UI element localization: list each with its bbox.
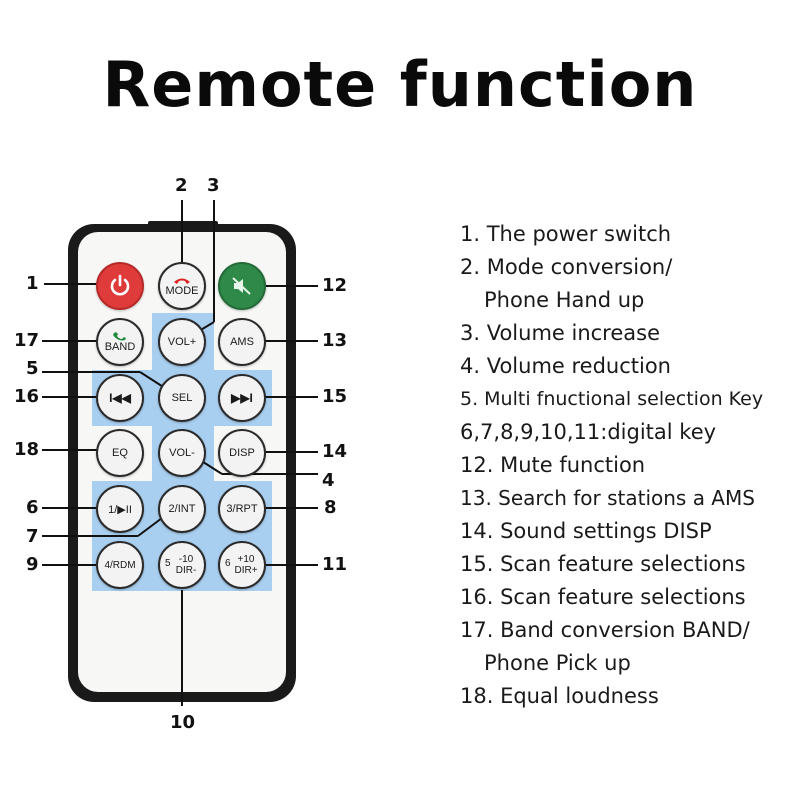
digit-2-label: 2/INT	[168, 503, 196, 515]
legend-item: 13. Search for stations a AMS	[460, 486, 755, 510]
digit-6-top: +10	[237, 554, 255, 565]
callout-11: 11	[322, 554, 348, 575]
function-legend: 1. The power switch 2. Mode conversion/ …	[460, 218, 800, 713]
legend-item: 16. Scan feature selections	[460, 585, 746, 609]
previous-track-icon: I◀◀	[109, 391, 131, 405]
digit-3-label: 3/RPT	[226, 503, 258, 515]
eq-button[interactable]: EQ	[96, 429, 144, 477]
next-track-icon: ▶▶I	[231, 391, 253, 405]
callout-15: 15	[322, 386, 348, 407]
legend-item: 14. Sound settings DISP	[460, 519, 712, 543]
digit-2-button[interactable]: 2/INT	[158, 485, 206, 533]
callout-16: 16	[14, 386, 40, 407]
callout-18: 18	[14, 439, 40, 460]
digit-5-number: 5	[165, 558, 171, 569]
callout-6: 6	[26, 497, 39, 518]
digit-6-bottom: DIR+	[234, 565, 258, 576]
callout-10: 10	[170, 712, 196, 733]
digit-4-label: 4/RDM	[104, 559, 136, 571]
hangup-phone-icon	[174, 278, 190, 284]
digit-5-bottom: DIR-	[175, 565, 197, 576]
legend-item: 18. Equal loudness	[460, 684, 659, 708]
band-button[interactable]: BAND	[96, 318, 144, 366]
legend-item: Phone Pick up	[484, 651, 631, 675]
digit-1-label: 1/▶II	[108, 503, 132, 516]
callout-7: 7	[26, 526, 39, 547]
digit-6-number: 6	[225, 558, 231, 569]
legend-item: 12. Mute function	[460, 453, 646, 477]
digit-5-button[interactable]: 5 -10 DIR-	[158, 541, 206, 589]
page-title: Remote function	[102, 48, 698, 121]
vol-down-button[interactable]: VOL-	[158, 429, 206, 477]
legend-item: 6,7,8,9,10,11:digital key	[460, 420, 717, 444]
disp-label: DISP	[229, 447, 255, 459]
power-button[interactable]	[96, 262, 144, 310]
disp-button[interactable]: DISP	[218, 429, 266, 477]
mute-icon	[232, 277, 251, 295]
band-label: BAND	[104, 341, 136, 353]
ams-button[interactable]: AMS	[218, 318, 266, 366]
legend-item: 1. The power switch	[460, 222, 672, 246]
pickup-phone-icon	[113, 332, 126, 341]
legend-item: 4. Volume reduction	[460, 354, 671, 378]
callout-2: 2	[175, 175, 188, 196]
sel-button[interactable]: SEL	[158, 374, 206, 422]
mute-button[interactable]	[218, 262, 266, 310]
legend-item: 3. Volume increase	[460, 321, 661, 345]
digit-4-button[interactable]: 4/RDM	[96, 541, 144, 589]
previous-button[interactable]: I◀◀	[96, 374, 144, 422]
power-icon	[110, 274, 130, 296]
legend-item: 15. Scan feature selections	[460, 552, 746, 576]
callout-13: 13	[322, 330, 348, 351]
vol-up-button[interactable]: VOL+	[158, 318, 206, 366]
callout-14: 14	[322, 441, 348, 462]
sel-label: SEL	[171, 392, 193, 404]
mode-button[interactable]: MODE	[158, 262, 206, 310]
digit-1-button[interactable]: 1/▶II	[96, 485, 144, 533]
legend-item: Phone Hand up	[484, 288, 645, 312]
vol-up-label: VOL+	[167, 336, 197, 348]
callout-9: 9	[26, 554, 39, 575]
ams-label: AMS	[230, 336, 254, 348]
digit-5-top: -10	[178, 554, 194, 565]
next-button[interactable]: ▶▶I	[218, 374, 266, 422]
callout-17: 17	[14, 330, 40, 351]
callout-3: 3	[207, 175, 220, 196]
callout-4: 4	[322, 470, 335, 491]
digit-3-button[interactable]: 3/RPT	[218, 485, 266, 533]
callout-5: 5	[26, 358, 39, 379]
legend-item: 2. Mode conversion/	[460, 255, 673, 279]
callout-8: 8	[324, 497, 337, 518]
mode-label: MODE	[165, 284, 199, 297]
eq-label: EQ	[112, 447, 128, 459]
callout-12: 12	[322, 275, 348, 296]
callout-1: 1	[26, 273, 39, 294]
digit-6-button[interactable]: 6 +10 DIR+	[218, 541, 266, 589]
legend-item: 17. Band conversion BAND/	[460, 618, 750, 642]
legend-item: 5. Multi fnuctional selection Key	[460, 388, 764, 410]
vol-down-label: VOL-	[169, 447, 195, 459]
